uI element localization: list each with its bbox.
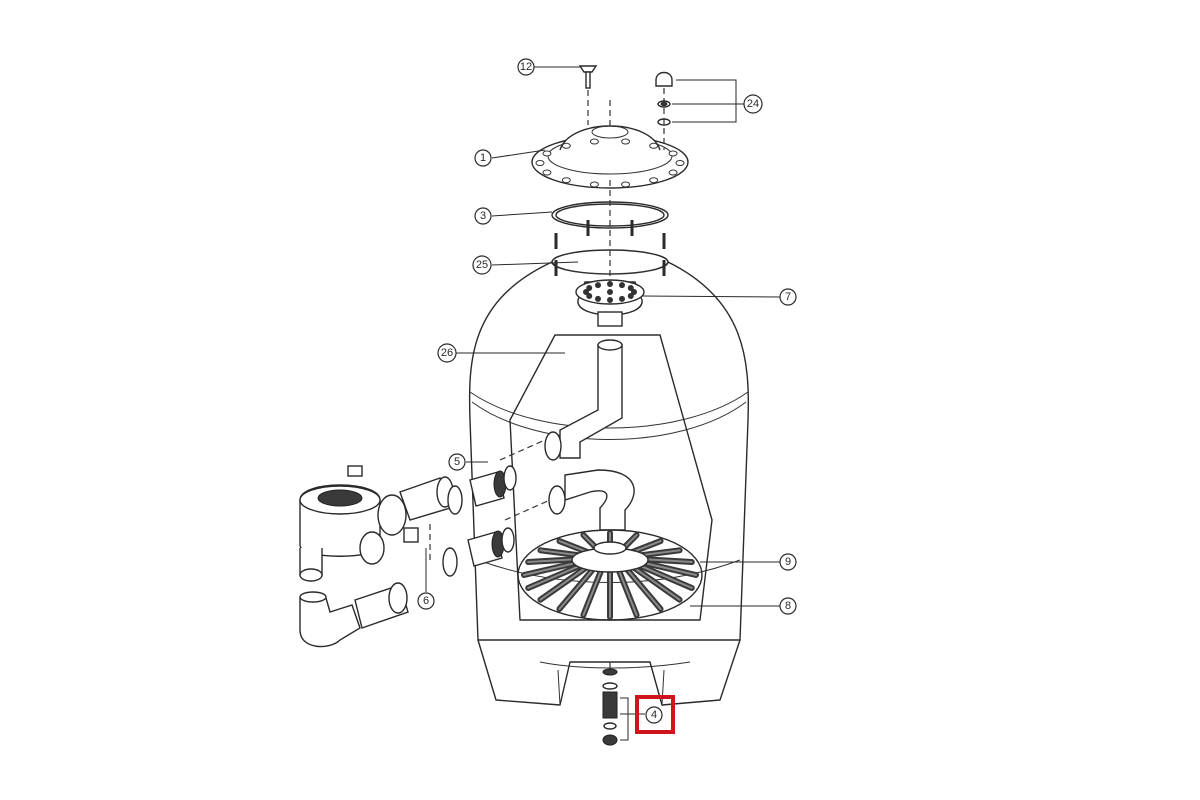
- diffuser-hole: [586, 285, 593, 291]
- callout-6: 6: [417, 592, 435, 610]
- diffuser-hole: [631, 289, 637, 295]
- svg-text:6: 6: [423, 595, 429, 607]
- svg-text:12: 12: [520, 61, 532, 73]
- vent-screw-parts: [578, 65, 673, 150]
- callout-5: 5: [448, 453, 466, 471]
- diffuser-hole: [627, 293, 634, 299]
- lateral-arm-highlight: [523, 561, 581, 576]
- callout-26: 26: [437, 343, 457, 363]
- highlight-box: [635, 695, 675, 734]
- diffuser-hole: [607, 297, 613, 303]
- internal-pipes: [544, 339, 635, 531]
- callout-8: 8: [779, 597, 797, 615]
- lateral-arm-highlight: [527, 564, 583, 589]
- lid-bolt-hole: [668, 169, 678, 176]
- callout-25: 25: [472, 255, 492, 275]
- callout-9: 9: [779, 553, 797, 571]
- diffuser-hole: [586, 293, 593, 299]
- svg-text:26: 26: [441, 347, 453, 359]
- lid-bolt-hole: [668, 150, 678, 157]
- laterals-assembly: [517, 529, 703, 621]
- lateral-arm-highlight: [637, 564, 693, 589]
- diffuser-hole: [607, 289, 613, 295]
- callout-4: 4: [645, 706, 663, 724]
- lateral-arm-highlight: [558, 569, 594, 610]
- svg-text:8: 8: [785, 600, 791, 612]
- lid-bolt-hole: [542, 150, 552, 157]
- callout-1: 1: [474, 149, 492, 167]
- svg-text:1: 1: [480, 152, 486, 164]
- diffuser-hole: [595, 295, 601, 302]
- lid-bolt-hole: [561, 177, 571, 184]
- diffuser-hole: [627, 285, 634, 291]
- filter-tank: [468, 249, 749, 706]
- svg-text:24: 24: [747, 98, 759, 110]
- lateral-arm-highlight: [633, 566, 681, 601]
- lid-bolt-hole: [649, 142, 659, 149]
- pipe-unions: [299, 439, 551, 648]
- diffuser-hole: [595, 282, 601, 289]
- tank-cutaway: [509, 334, 713, 621]
- top-diffuser: [575, 279, 645, 327]
- diffuser-hole: [619, 282, 625, 289]
- lid-bolt-hole: [621, 181, 631, 188]
- lateral-arm-highlight: [582, 570, 602, 616]
- lid-bolt-hole: [649, 177, 659, 184]
- lateral-arm-highlight: [639, 561, 697, 576]
- lid-bolt-hole: [542, 169, 552, 176]
- callout-24: 24: [743, 94, 763, 114]
- leader-lines: [425, 66, 781, 741]
- lateral-arm-highlight: [539, 566, 587, 601]
- lateral-arm-highlight: [626, 569, 662, 610]
- svg-text:4: 4: [651, 709, 657, 721]
- lid-bolt-hole: [561, 142, 571, 149]
- callouts: 12 24 1 3 25 7 26 5 6 9 8 4: [417, 58, 797, 734]
- lid-bolt-hole: [535, 160, 545, 166]
- callout-12: 12: [517, 58, 535, 76]
- svg-text:25: 25: [476, 259, 488, 271]
- drain-parts: [602, 662, 618, 746]
- lid-bolt-hole: [675, 160, 685, 166]
- svg-text:3: 3: [480, 210, 486, 222]
- lid-bolt-hole: [589, 138, 599, 145]
- svg-text:5: 5: [454, 456, 460, 468]
- lid-bolt-hole: [589, 181, 599, 188]
- lateral-arm-highlight: [618, 570, 638, 616]
- callout-3: 3: [474, 207, 492, 225]
- svg-text:9: 9: [785, 556, 791, 568]
- diffuser-hole: [619, 295, 625, 302]
- callout-7: 7: [779, 288, 797, 306]
- multiport-valve: [299, 465, 407, 582]
- svg-text:7: 7: [785, 291, 791, 303]
- lid-bolt-hole: [621, 138, 631, 145]
- diffuser-hole: [583, 289, 589, 295]
